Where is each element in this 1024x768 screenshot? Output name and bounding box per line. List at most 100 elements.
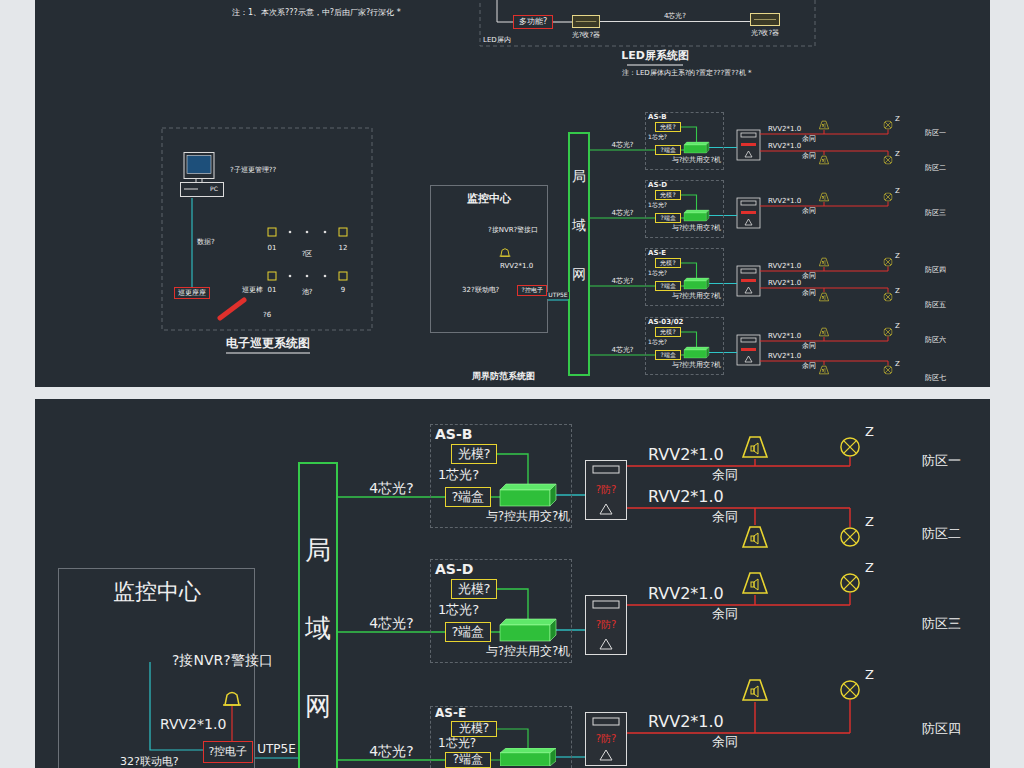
dot xyxy=(306,275,309,278)
switch-top xyxy=(500,619,556,625)
region-heading: AS-E xyxy=(435,707,466,721)
device-node: 与?控共用交?机 xyxy=(672,210,721,232)
switch-front xyxy=(684,350,706,358)
box-label: 光模? xyxy=(660,260,675,267)
free-label: 池? xyxy=(302,288,313,296)
box-label: 多功能? xyxy=(519,17,547,26)
neck xyxy=(196,179,202,183)
connector-line xyxy=(681,127,697,142)
lamp-symbol xyxy=(884,156,892,164)
alarm-panel: ?防? xyxy=(585,460,627,520)
pc-label: ?子巡更管理?? xyxy=(230,166,276,174)
siren-symbol xyxy=(223,693,241,706)
recv-icon xyxy=(572,15,600,28)
switch-front xyxy=(500,490,550,506)
free-label: LED屏内 xyxy=(483,36,511,44)
free-label: 余同 xyxy=(712,735,738,750)
switch-side xyxy=(550,484,556,506)
free-label: Z xyxy=(895,252,900,260)
free-label: Z xyxy=(895,150,900,158)
title-underline xyxy=(627,65,683,66)
connector xyxy=(681,150,684,151)
speaker-symbol xyxy=(819,258,828,266)
panel-body xyxy=(586,596,627,655)
switch-symbol xyxy=(500,748,556,766)
process-box: 光模? xyxy=(451,721,497,737)
device-caption: 与?控共用交?机 xyxy=(486,645,571,659)
connector xyxy=(548,300,568,301)
speaker-symbol xyxy=(743,573,767,593)
free-label: 注：1、本次系???示意，中?后由厂家?行深化 * xyxy=(232,8,401,17)
free-label: RVV2*1.0 xyxy=(500,262,533,270)
free-label: 余同 xyxy=(802,207,816,215)
alarm-panel-symbol xyxy=(737,266,760,296)
box-label: ?端盒 xyxy=(660,147,675,154)
panel-slot xyxy=(741,338,756,342)
free-label: 32?联动电? xyxy=(462,286,499,294)
panel-label: ?防? xyxy=(596,619,617,631)
free-label: RVV2*1.0 xyxy=(768,352,801,360)
lamp-symbol xyxy=(884,258,892,266)
process-box: ?端盒 xyxy=(655,281,681,291)
device-node: 与?控共用交?机 xyxy=(672,347,721,369)
device-caption: 与?控共用交?机 xyxy=(672,292,721,300)
free-label: RVV2*1.0 xyxy=(648,585,724,603)
edge-label: 数据? xyxy=(196,238,216,246)
receiver-detail xyxy=(576,21,597,22)
free-label: 防区一 xyxy=(925,129,946,137)
device-node: 与?控共用交?机 xyxy=(672,142,721,164)
free-label: 防区四 xyxy=(922,722,961,737)
free-label: 防区四 xyxy=(925,266,946,274)
sw-icon xyxy=(684,142,709,153)
device-node: 光?收?器 xyxy=(750,13,780,37)
connector xyxy=(681,355,684,356)
screen xyxy=(187,156,211,174)
free-label: 余同 xyxy=(802,152,816,160)
device-caption: 与?控共用交?机 xyxy=(672,156,721,164)
free-label: RVV2*1.0 xyxy=(768,332,801,340)
box-label: ?端盒 xyxy=(660,215,675,222)
free-label: RVV2*1.0 xyxy=(768,262,801,270)
group-region: AS-B光模??端盒与?控共用交?机 xyxy=(645,112,724,170)
box-label: ?控电子 xyxy=(209,746,248,759)
device-node: 光?收?器 xyxy=(572,15,600,39)
free-label: 1芯光? xyxy=(438,603,479,618)
lamp-symbol xyxy=(841,681,859,699)
panel-display xyxy=(741,279,756,282)
dot xyxy=(324,275,327,278)
switch-side xyxy=(550,619,556,641)
region-heading: 监控中心 xyxy=(113,579,201,604)
lamp-symbol xyxy=(841,528,859,546)
region-heading: AS-D xyxy=(435,561,473,577)
free-label: RVV2*1.0 xyxy=(768,125,801,133)
box-label: ?控电子 xyxy=(521,287,542,294)
free-label: 1芯光? xyxy=(648,339,667,346)
connector xyxy=(681,332,697,347)
region-heading: AS-E xyxy=(648,249,666,257)
edge-label: 4芯光? xyxy=(368,480,414,496)
device-node: 与?控共用交?机 xyxy=(486,619,571,659)
alarm-panel-symbol xyxy=(737,335,760,365)
led-frame xyxy=(480,0,815,46)
alarm-panel: ?防? xyxy=(585,595,627,655)
connector-line xyxy=(681,285,684,286)
lamp-symbol xyxy=(841,574,859,592)
connector-line xyxy=(556,629,585,630)
box-label: 光模? xyxy=(660,329,675,336)
free-label: 1芯光? xyxy=(648,202,667,209)
edge-label: 4芯光? xyxy=(663,12,687,20)
switch-panel-wire xyxy=(556,756,585,757)
panel-slot xyxy=(593,601,619,608)
connector-line xyxy=(681,332,697,347)
connector xyxy=(681,127,697,142)
lamp-symbol xyxy=(884,366,892,374)
connector-line xyxy=(548,299,568,300)
device-caption: 与?控共用交?机 xyxy=(672,361,721,369)
free-label: LED屏系统图 xyxy=(621,50,689,63)
connector-line xyxy=(497,454,528,484)
free-label: ?接NVR?警接口 xyxy=(172,652,273,668)
free-label: 防区二 xyxy=(922,527,961,542)
group-region: AS-03/02光模??端盒与?控共用交?机 xyxy=(645,317,724,375)
connector-line xyxy=(338,631,445,632)
dot xyxy=(289,231,292,234)
